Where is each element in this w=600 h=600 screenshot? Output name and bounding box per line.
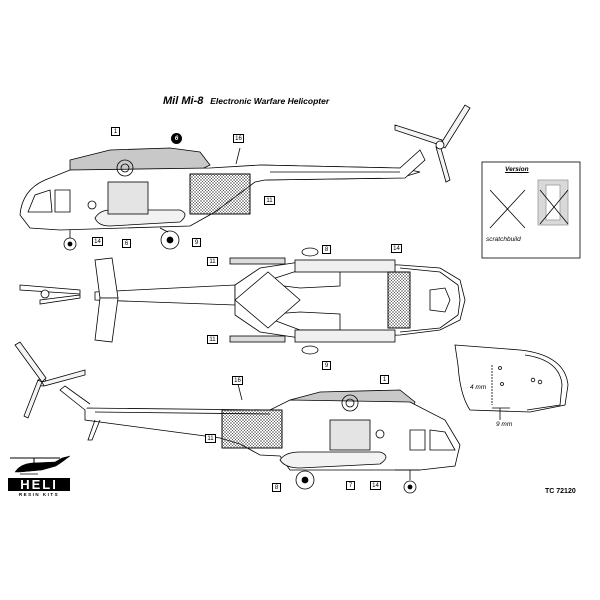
callout-6-dark: 6 bbox=[171, 133, 182, 144]
title-sub: Electronic Warfare Helicopter bbox=[210, 96, 330, 106]
callout-14-plan: 14 bbox=[391, 244, 402, 253]
dimension-width: 9 mm bbox=[496, 421, 513, 428]
product-code: TC 72120 bbox=[545, 488, 576, 495]
callout-16-bottom: 16 bbox=[232, 376, 243, 385]
callout-9-plan: 9 bbox=[322, 361, 331, 370]
callout-9-top: 9 bbox=[192, 238, 201, 247]
callout-8-plan: 8 bbox=[322, 245, 331, 254]
callout-14-bottom: 14 bbox=[370, 481, 381, 490]
callout-11-top: 11 bbox=[264, 196, 275, 205]
callout-6-top: 6 bbox=[122, 239, 131, 248]
logo-helicopter-silhouette bbox=[10, 455, 71, 475]
side-view-left bbox=[19, 104, 471, 251]
callout-7-bottom: 7 bbox=[346, 481, 355, 490]
version-title: Version bbox=[505, 166, 529, 173]
callout-11-plan-bottom: 11 bbox=[207, 335, 218, 344]
diagram-title: Mil Mi-8 Electronic Warfare Helicopter bbox=[163, 95, 329, 107]
nose-detail-view bbox=[454, 344, 569, 420]
callout-14-top: 14 bbox=[92, 237, 103, 246]
title-main: Mil Mi-8 bbox=[163, 95, 204, 107]
brand-logo: HELI RESIN KITS bbox=[8, 478, 70, 497]
callout-8-bottom: 8 bbox=[272, 483, 281, 492]
version-box bbox=[481, 161, 581, 259]
callout-16-top: 16 bbox=[233, 134, 244, 143]
side-view-right bbox=[14, 341, 461, 494]
callout-11-plan-top: 11 bbox=[207, 257, 218, 266]
callout-1-top: 1 bbox=[111, 127, 120, 136]
callout-1-bottom: 1 bbox=[380, 375, 389, 384]
version-footer: scratchbuild bbox=[486, 236, 521, 243]
brand-tagline: RESIN KITS bbox=[18, 492, 60, 497]
brand-name: HELI bbox=[8, 478, 70, 491]
callout-11-bottom: 11 bbox=[205, 434, 216, 443]
dimension-height: 4 mm bbox=[470, 384, 487, 391]
plan-view bbox=[19, 247, 466, 355]
